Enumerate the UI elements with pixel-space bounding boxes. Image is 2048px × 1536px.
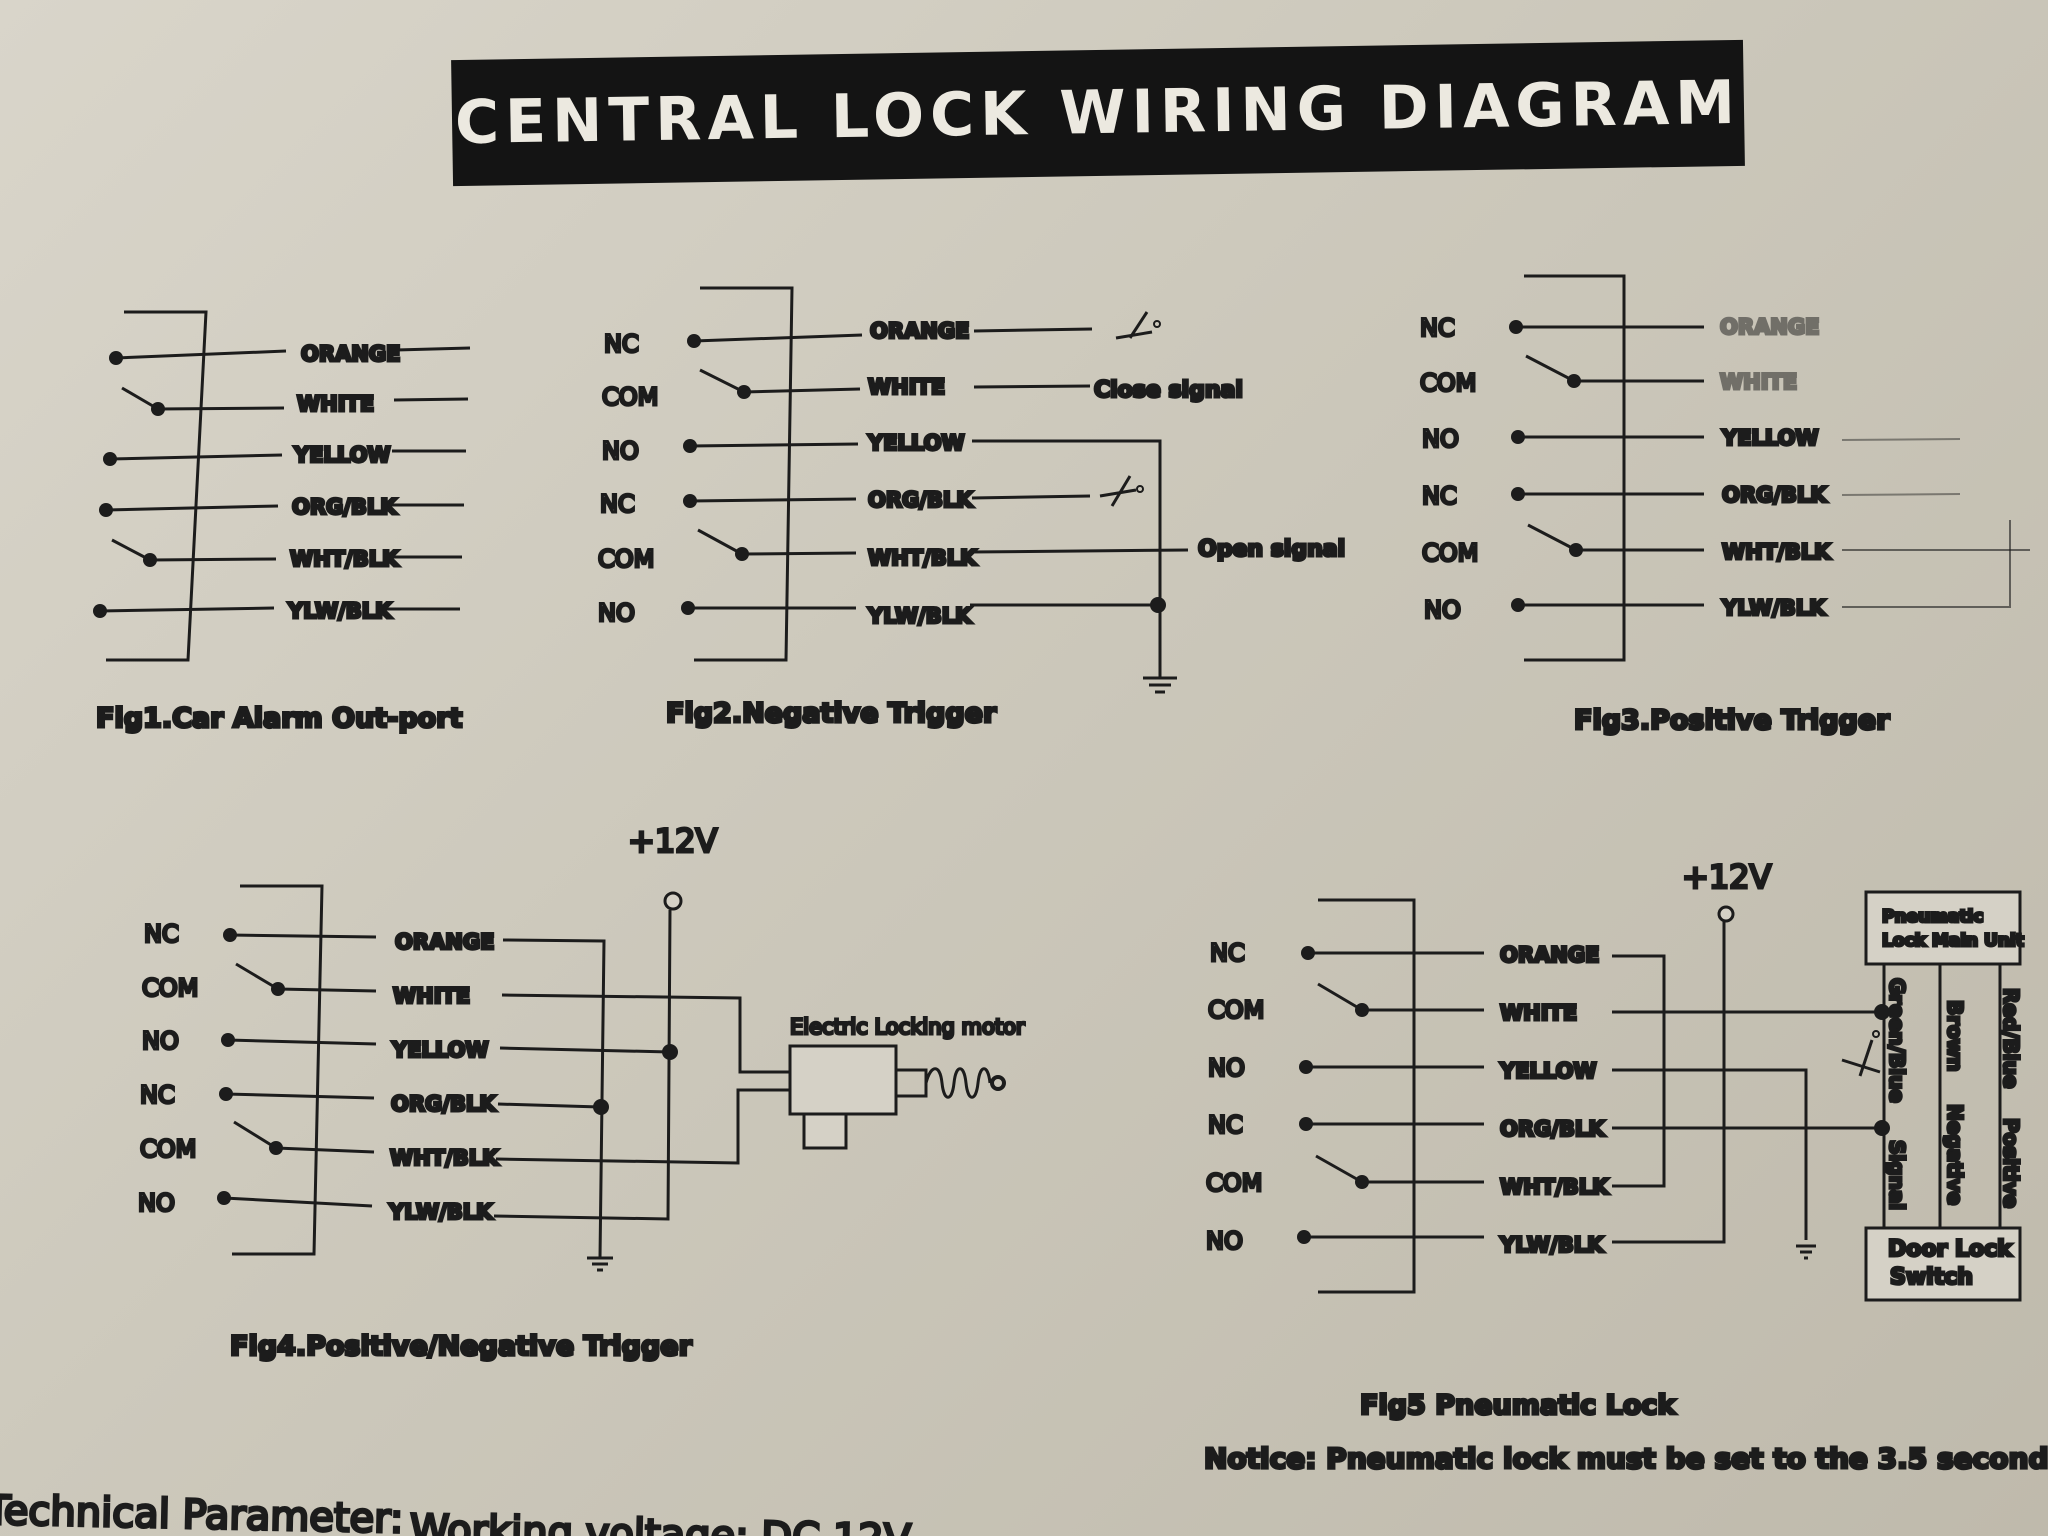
fig5-wire-white: WHITE — [1500, 1001, 1577, 1025]
fig4-motor-label: Electric Locking motor — [790, 1015, 1025, 1039]
fig2-wire-orange: ORANGE — [870, 319, 969, 343]
fig5-pneumatic-lock: NC COM NO NC COM NO ORANGE WHITE YELLOW … — [1205, 857, 2026, 1423]
fig4-term-no1: NO — [142, 1027, 179, 1055]
fig1-wire-orgblk: ORG/BLK — [292, 495, 397, 519]
fig4-term-nc2: NC — [140, 1081, 175, 1109]
fig5-caption: Fig5 Pneumatic Lock — [1360, 1390, 1676, 1421]
fig4-wire-yellow: YELLOW — [391, 1038, 489, 1062]
fig2-term-no1: NO — [602, 437, 639, 465]
fig4-wire-orgblk: ORG/BLK — [391, 1092, 496, 1116]
fig4-positive-negative-trigger: NC COM NO NC COM NO ORANGE WHITE YELLOW … — [137, 821, 1027, 1364]
fig5-term-com2: COM — [1206, 1169, 1262, 1197]
fig5-wire-brown: Brown — [1943, 1000, 1967, 1072]
fig4-term-com1: COM — [142, 974, 198, 1002]
fig2-term-nc2: NC — [600, 490, 635, 518]
fig5-switch-line2: Switch — [1890, 1265, 1973, 1290]
fig5-term-no2: NO — [1206, 1227, 1243, 1255]
fig5-wire-green-blue: Green/Blue — [1885, 978, 1909, 1103]
fig5-main-unit-line1: Pneumatic — [1882, 907, 1983, 927]
fig3-wire-whtblk: WHT/BLK — [1722, 540, 1831, 564]
fig5-role-signal: Signal — [1885, 1140, 1909, 1210]
fig2-negative-trigger: NC COM NO NC COM NO ORANGE WHITE YELLOW … — [597, 286, 1347, 731]
fig1-wire-whtblk: WHT/BLK — [290, 547, 399, 571]
fig2-caption: Fig2.Negative Trigger — [666, 698, 997, 729]
fig5-wire-yellow: YELLOW — [1499, 1059, 1597, 1083]
fig4-term-nc1: NC — [144, 920, 179, 948]
fig2-term-nc1: NC — [604, 330, 639, 358]
fig2-wire-whtblk: WHT/BLK — [868, 546, 977, 570]
fig4-wire-orange: ORANGE — [395, 930, 494, 954]
fig5-wire-red-blue: Red/Blue — [1999, 988, 2023, 1089]
fig2-wire-orgblk: ORG/BLK — [868, 488, 973, 512]
fig2-wire-ylwblk: YLW/BLK — [867, 604, 972, 628]
fig1-wire-white: WHITE — [297, 392, 374, 416]
fig5-wire-whtblk: WHT/BLK — [1500, 1175, 1609, 1199]
fig2-close-signal: Close signal — [1094, 378, 1243, 403]
fig5-main-unit-line2: Lock Main Unit — [1882, 931, 2024, 951]
fig1-car-alarm-outport: ORANGE WHITE YELLOW ORG/BLK WHT/BLK YLW/… — [93, 310, 471, 736]
fig4-wire-whtblk: WHT/BLK — [390, 1146, 499, 1170]
fig4-wire-white: WHITE — [393, 984, 470, 1008]
fig3-term-com2: COM — [1422, 539, 1478, 567]
technical-parameter-value: Working voltage: DC 12V — [409, 1507, 912, 1536]
fig2-wire-yellow: YELLOW — [867, 431, 965, 455]
fig2-term-no2: NO — [598, 599, 635, 627]
fig2-wire-white: WHITE — [868, 375, 945, 399]
fig1-caption: Fig1.Car Alarm Out-port — [96, 703, 463, 734]
fig3-wire-yellow: YELLOW — [1721, 426, 1819, 450]
fig3-wire-ylwblk: YLW/BLK — [1721, 596, 1826, 620]
fig2-open-signal: Open signal — [1198, 537, 1345, 562]
fig3-term-com1: COM — [1420, 369, 1476, 397]
fig3-term-no1: NO — [1422, 425, 1459, 453]
fig3-wire-orgblk: ORG/BLK — [1722, 483, 1827, 507]
fig2-term-com1: COM — [602, 383, 658, 411]
fig3-positive-trigger: NC COM NO NC COM NO ORANGE WHITE YELLOW … — [1419, 274, 2030, 738]
fig4-caption: Fig4.Positive/Negative Trigger — [230, 1331, 693, 1362]
fig5-switch-line1: Door Lock — [1888, 1237, 2013, 1262]
fig1-wire-yellow: YELLOW — [293, 443, 391, 467]
fig3-wire-orange: ORANGE — [1720, 315, 1819, 339]
fig5-term-nc1: NC — [1210, 939, 1245, 967]
fig1-wire-orange: ORANGE — [301, 342, 400, 366]
fig5-wire-orgblk: ORG/BLK — [1500, 1117, 1605, 1141]
fig5-term-com1: COM — [1208, 996, 1264, 1024]
fig3-caption: Fig3.Positive Trigger — [1574, 705, 1890, 736]
fig4-term-no2: NO — [138, 1189, 175, 1217]
fig3-term-nc2: NC — [1422, 482, 1457, 510]
fig5-wire-orange: ORANGE — [1500, 943, 1599, 967]
fig2-term-com2: COM — [598, 545, 654, 573]
fig5-role-positive: Positive — [1999, 1118, 2023, 1208]
fig4-voltage: +12V — [628, 822, 718, 860]
fig3-term-nc1: NC — [1420, 314, 1455, 342]
fig4-wire-ylwblk: YLW/BLK — [388, 1200, 493, 1224]
fig5-term-no1: NO — [1208, 1054, 1245, 1082]
fig5-wire-ylwblk: YLW/BLK — [1499, 1233, 1604, 1257]
technical-parameter-label: Technical Parameter: — [0, 1488, 404, 1536]
fig5-role-negative: Negative — [1943, 1104, 1967, 1205]
fig4-term-com2: COM — [140, 1135, 196, 1163]
fig3-term-no2: NO — [1424, 596, 1461, 624]
notice-text: Notice: Pneumatic lock must be set to th… — [1204, 1442, 2048, 1475]
fig3-wire-white: WHITE — [1720, 370, 1797, 394]
fig5-voltage: +12V — [1682, 858, 1772, 896]
fig5-term-nc2: NC — [1208, 1111, 1243, 1139]
fig1-wire-ylwblk: YLW/BLK — [287, 599, 392, 623]
